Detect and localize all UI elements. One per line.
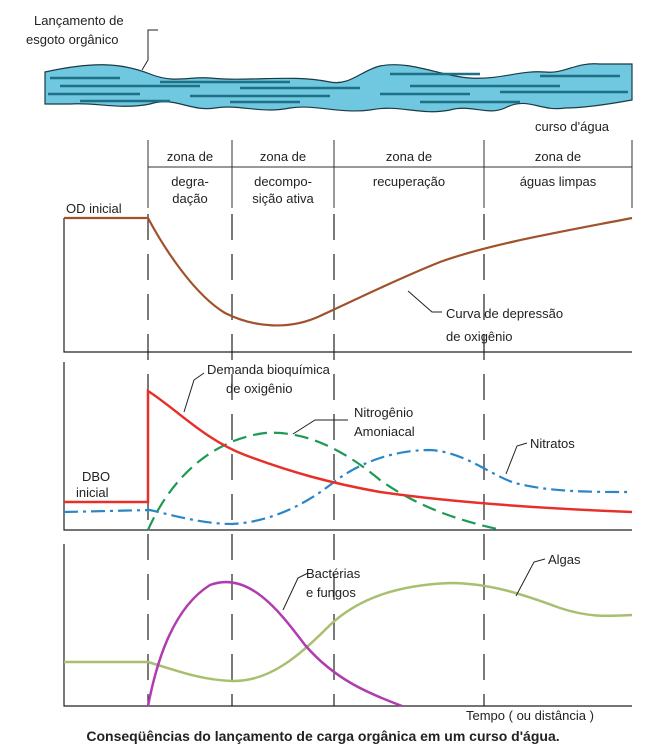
zone-dividers [147,214,485,706]
algae-label: Algas [548,552,581,567]
oxygen-sag-curve [64,216,633,327]
ammonia-nitrogen-curve [146,431,503,532]
zone-2-line2: decompo- [254,174,312,189]
zone-4-line1: zona de [535,149,581,164]
discharge-leader [141,29,158,71]
panel-oxygen-axes [63,218,632,353]
panel-bacteria-algae: Bactérias e fungos Algas Tempo ( ou dist… [63,544,633,723]
bacteria-label-line2: e fungos [306,585,356,600]
zone-4-line2: águas limpas [520,174,597,189]
nitrates-leader [505,442,528,475]
ammonia-leader [292,419,348,435]
dbo-initial-label-line1: DBO [82,469,110,484]
panel-oxygen: OD inicial Curva de depressão de oxigêni… [63,201,633,353]
panel-bod-axes [63,362,632,531]
zone-3-line1: zona de [386,149,432,164]
river-water-stripes [48,72,628,104]
bacteria-label-line1: Bactérias [306,566,361,581]
zone-3-line2: recuperação [373,174,445,189]
algae-curve [64,581,633,683]
panel-bod-nitrogen: DBO inicial Demanda bioquímica de oxigên… [63,362,633,532]
ammonia-label-line1: Nitrogênio [354,405,413,420]
nitrates-curve [63,448,631,526]
panel-bio-axes [63,544,632,707]
bod-curve [64,388,633,514]
algae-leader [515,558,546,597]
zone-1-line2: degra- [171,174,209,189]
zone-2-line1: zona de [260,149,306,164]
x-axis-label: Tempo ( ou distância ) [466,708,594,723]
zone-1-line3: dação [172,191,207,206]
zone-headers: zona de degra- dação zona de decompo- si… [147,140,633,208]
od-initial-label: OD inicial [66,201,122,216]
bod-label-line2: de oxigênio [226,381,293,396]
zone-1-line1: zona de [167,149,213,164]
discharge-label-line2: esgoto orgânico [26,32,119,47]
discharge-label-line1: Lançamento de [34,13,124,28]
bacteria-fungi-curve [146,580,403,708]
zone-2-line3: sição ativa [252,191,314,206]
od-curve-leader [407,290,442,313]
bod-label-line1: Demanda bioquímica [207,362,331,377]
river-label: curso d'água [535,119,610,134]
od-curve-label-line1: Curva de depressão [446,306,563,321]
nitrates-label: Nitratos [530,436,575,451]
figure-caption: Conseqüências do lançamento de carga org… [86,728,559,744]
dbo-initial-label-line2: inicial [76,485,109,500]
river-illustration: Lançamento de esgoto orgânico curso d'ág… [26,13,633,134]
bacteria-leader [282,572,309,611]
od-curve-label-line2: de oxigênio [446,329,513,344]
bod-leader [183,372,205,413]
ammonia-label-line2: Amoniacal [354,424,415,439]
